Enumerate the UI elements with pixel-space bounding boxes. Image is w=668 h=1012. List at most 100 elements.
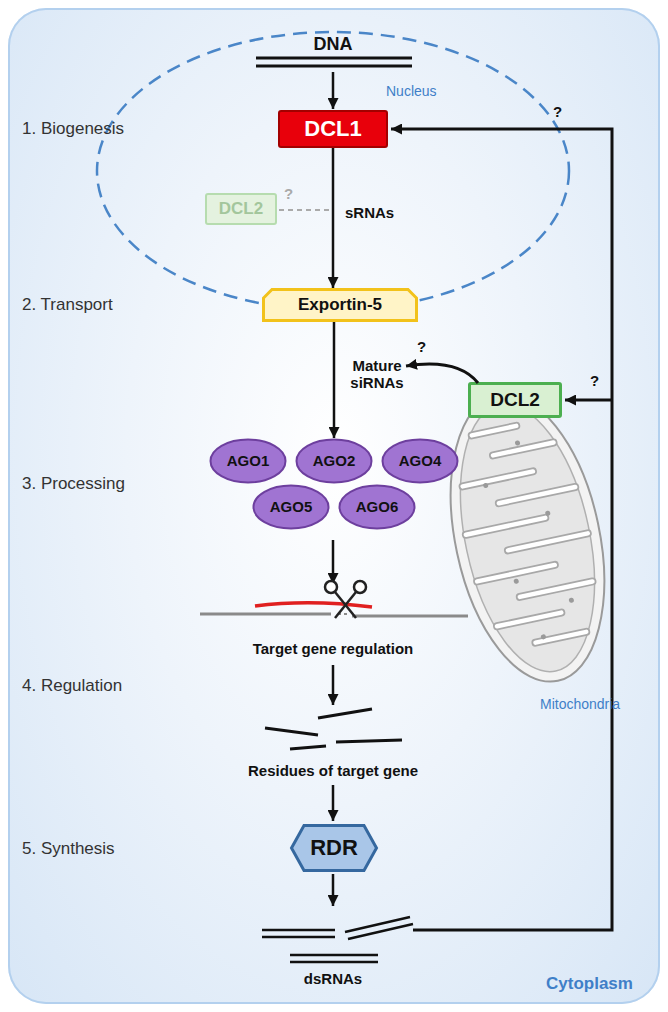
feedback-arrow [391, 129, 612, 930]
flow-arrow [332, 72, 335, 109]
crista [463, 471, 533, 486]
nucleus-membrane [97, 32, 569, 310]
crista [535, 632, 586, 643]
rna-fragment [336, 740, 402, 742]
crista [466, 518, 545, 535]
process-label: Target gene regulation [183, 640, 483, 657]
rdr-hexagon: RDR [290, 824, 378, 872]
rna-fragment [265, 728, 318, 735]
node-text: AGO2 [313, 452, 356, 469]
node-text: DCL1 [304, 116, 361, 141]
scissors-symbol [354, 581, 366, 593]
crista [499, 487, 575, 503]
flow-arrow [332, 540, 335, 584]
crista [493, 443, 553, 456]
ago-ellipse: AGO4 [381, 438, 459, 484]
dcl2-faded-box: DCL2 [205, 193, 277, 225]
dna-label: DNA [183, 34, 483, 55]
matrix-granule [515, 440, 521, 446]
node-text: DCL2 [219, 199, 263, 219]
node-text: Cytoplasm [546, 974, 633, 994]
ago-shape [340, 486, 415, 529]
crista [499, 487, 575, 503]
scissors-symbol [335, 592, 356, 618]
dsrna-symbol [345, 917, 410, 932]
edge-label: sRNAs [345, 204, 394, 221]
flow-arrow [332, 665, 335, 705]
edge-label: Mature siRNAs [344, 357, 410, 392]
crista [508, 533, 588, 550]
feedback-arrow [565, 399, 612, 402]
node-text: Exportin-5 [298, 295, 382, 315]
curved-arrow [406, 364, 478, 383]
dsrna-symbol [290, 961, 378, 964]
target-mrna [200, 613, 331, 616]
question-mark: ? [590, 372, 599, 389]
crista [463, 471, 533, 486]
dsrna-symbol [262, 929, 335, 932]
flow-arrow [332, 785, 335, 821]
crista [520, 581, 593, 596]
dashed-link [279, 209, 331, 211]
shape-outline [440, 388, 615, 688]
dna-strand [256, 65, 412, 68]
ago-shape [297, 440, 372, 483]
target-mrna [352, 615, 468, 618]
rna-fragment [318, 709, 372, 718]
matrix-granule [540, 634, 546, 640]
dsrna-symbol [262, 936, 335, 939]
ago-shape [211, 440, 286, 483]
question-mark: ? [284, 185, 293, 202]
sirna-strand [255, 603, 372, 607]
question-mark: ? [553, 103, 562, 120]
exportin-box: Exportin-5 [262, 288, 418, 322]
process-label: Residues of target gene [183, 762, 483, 779]
dsrna-symbol [290, 954, 378, 957]
step-label: 5. Synthesis [22, 839, 115, 859]
inner-membrane [439, 392, 617, 684]
node-text: AGO4 [399, 452, 442, 469]
crista [497, 613, 561, 627]
node-text: RDR [310, 835, 358, 860]
step-label: 2. Transport [22, 295, 113, 315]
crista [520, 581, 593, 596]
node-text: Mitochondria [540, 696, 620, 712]
crista [497, 613, 561, 627]
flow-arrow [333, 322, 336, 438]
node-text: DCL2 [490, 389, 540, 411]
ago-ellipse: AGO5 [252, 484, 330, 530]
ago-shape [383, 440, 458, 483]
node-text: AGO5 [270, 498, 313, 515]
flow-arrow [332, 148, 335, 288]
node-text: AGO6 [356, 498, 399, 515]
step-label: 3. Processing [22, 474, 125, 494]
scissors-symbol [335, 592, 356, 618]
crista [508, 533, 588, 550]
mitochondrion: Mitochondria [440, 388, 615, 688]
ago-ellipse: AGO2 [295, 438, 373, 484]
rna-fragment [290, 746, 326, 749]
flow-arrow [332, 874, 335, 906]
mitochondrion-drawing [427, 380, 629, 696]
scissors-symbol [325, 581, 337, 593]
ago-ellipse: AGO1 [209, 438, 287, 484]
dcl2-box: DCL2 [468, 382, 562, 418]
ago-shape [254, 486, 329, 529]
crista [472, 426, 516, 435]
exportin-shape [264, 290, 417, 321]
crista [472, 426, 516, 435]
outer-membrane [427, 380, 629, 696]
crista [493, 443, 553, 456]
matrix-granule [513, 578, 519, 584]
step-label: 1. Biogenesis [22, 119, 124, 139]
matrix-granule [483, 483, 489, 489]
dna-strand [256, 57, 412, 60]
node-text: AGO1 [227, 452, 270, 469]
matrix-granule [545, 510, 551, 516]
ago-ellipse: AGO6 [338, 484, 416, 530]
node-text: Nucleus [386, 83, 437, 99]
rdr-shape [292, 826, 377, 871]
dcl1-box: DCL1 [278, 110, 388, 148]
crista [535, 632, 586, 643]
